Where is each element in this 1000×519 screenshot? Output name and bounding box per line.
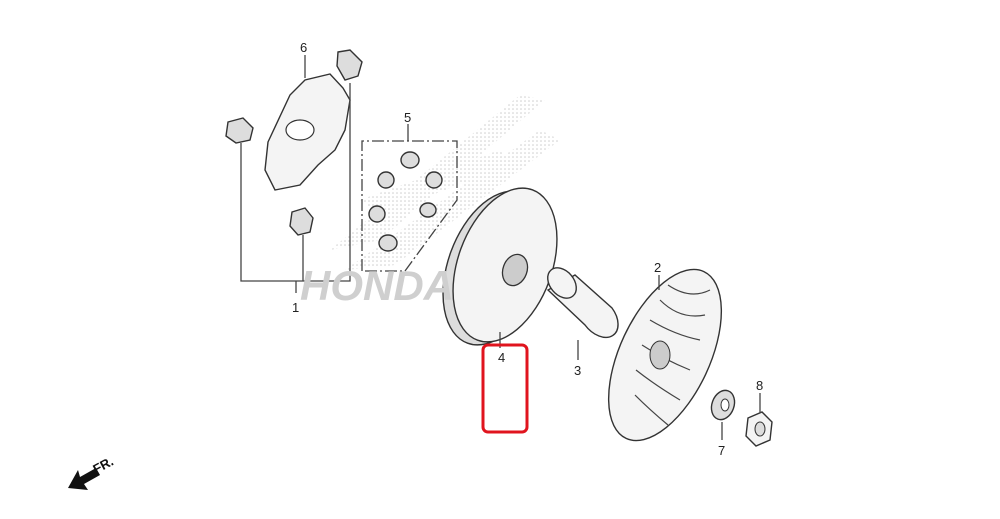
part-1-slide-pieces[interactable] — [225, 49, 363, 293]
part-3-collar[interactable] — [542, 262, 619, 360]
part-label-5: 5 — [404, 110, 411, 125]
front-direction-arrow-icon: FR. — [68, 454, 116, 490]
part-label-2: 2 — [654, 260, 661, 275]
highlight-box-part-4 — [481, 343, 529, 434]
part-5-weight-rollers[interactable] — [361, 124, 458, 272]
part-4-movable-drive-face[interactable] — [423, 174, 576, 360]
part-6-ramp-plate[interactable] — [264, 55, 351, 191]
honda-wing-watermark — [330, 95, 560, 270]
part-label-4: 4 — [498, 350, 505, 365]
part-label-1: 1 — [292, 300, 299, 315]
watermark-text: HONDA — [300, 262, 454, 309]
part-label-3: 3 — [574, 363, 581, 378]
part-7-washer[interactable] — [708, 387, 739, 440]
part-label-7: 7 — [718, 443, 725, 458]
part-label-8: 8 — [756, 378, 763, 393]
part-8-nut[interactable] — [745, 393, 773, 447]
part-2-drive-face-fan[interactable] — [585, 253, 744, 458]
part-label-6: 6 — [300, 40, 307, 55]
